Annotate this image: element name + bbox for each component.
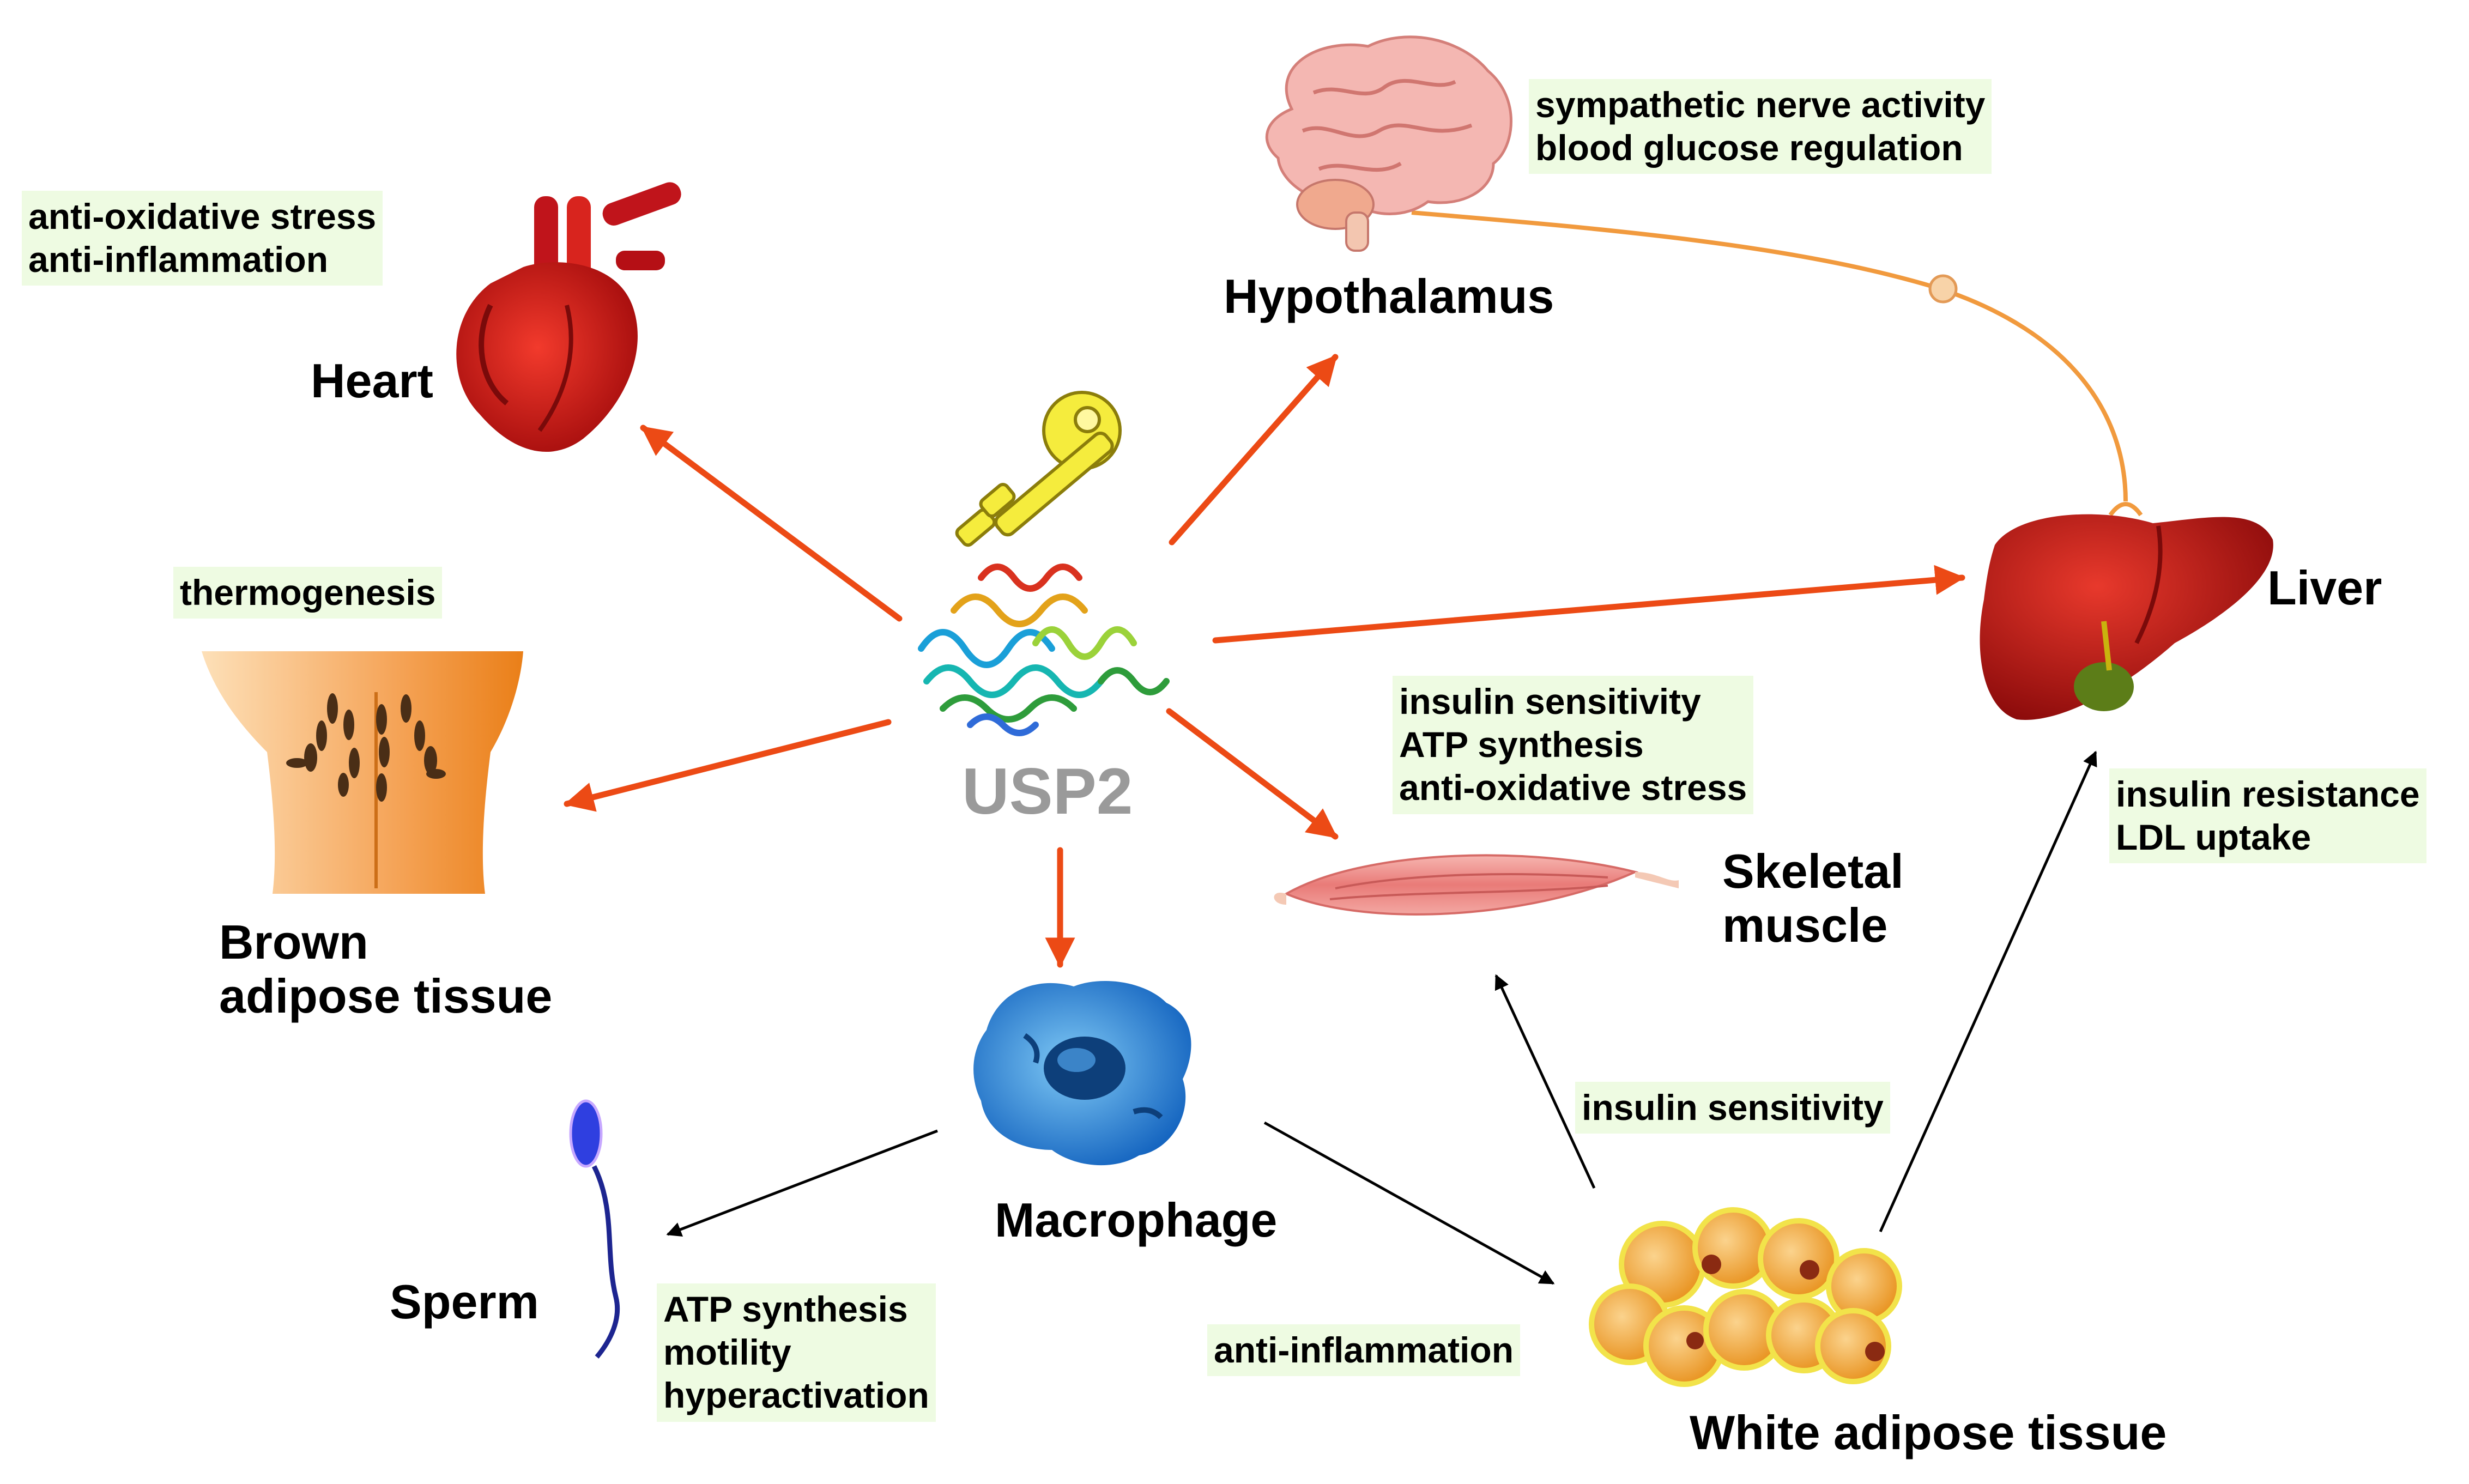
arrow-macrophage-to-wat <box>1263 1121 1555 1285</box>
brown-adipose-label-line2: adipose tissue <box>219 968 553 1023</box>
sperm-label: Sperm <box>390 1275 539 1329</box>
white-adipose-icon <box>1589 1207 1902 1387</box>
wat-to-muscle-function-item: insulin sensitivity <box>1582 1087 1884 1128</box>
skeletal-muscle-label: Skeletal muscle <box>1722 844 1904 952</box>
usp2-arrows <box>564 354 1965 968</box>
neural-link <box>1411 210 2143 517</box>
brown-adipose-label: Brown adipose tissue <box>219 915 553 1023</box>
arrow-usp2-to-liver <box>1212 565 1965 644</box>
hypothalamus-label: Hypothalamus <box>1224 269 1554 323</box>
usp2-protein-icon <box>918 564 1170 736</box>
neural-node <box>1928 274 1958 304</box>
wat-to-muscle-functions: insulin sensitivity <box>1575 1082 1890 1134</box>
heart-function-item: anti-inflammation <box>28 239 329 280</box>
muscle-icon <box>1274 854 1679 916</box>
neural-terminal <box>2108 502 2143 517</box>
usp2-label: USP2 <box>962 755 1133 828</box>
arrow-usp2-to-muscle <box>1166 708 1339 840</box>
sperm-icon <box>569 1099 620 1359</box>
liver-function-item: LDL uptake <box>2116 817 2311 858</box>
skeletal-muscle-function-item: anti-oxidative stress <box>1399 767 1747 808</box>
brown-adipose-function-item: thermogenesis <box>180 572 436 613</box>
back-icon <box>202 651 523 894</box>
heart-functions: anti-oxidative stress anti-inflammation <box>22 191 383 286</box>
skeletal-muscle-functions: insulin sensitivity ATP synthesis anti-o… <box>1393 676 1754 814</box>
brown-adipose-label-line1: Brown <box>219 915 368 969</box>
sperm-function-item: ATP synthesis <box>663 1289 908 1329</box>
skeletal-muscle-function-item: ATP synthesis <box>1399 724 1644 765</box>
arrow-usp2-to-hypothalamus <box>1169 354 1339 546</box>
arrow-usp2-to-heart <box>640 425 903 622</box>
skeletal-muscle-label-line2: muscle <box>1722 898 1888 952</box>
macrophage-to-wat-function-item: anti-inflammation <box>1214 1330 1514 1370</box>
white-adipose-label: White adipose tissue <box>1690 1406 2167 1459</box>
brown-adipose-functions: thermogenesis <box>173 567 443 619</box>
heart-icon <box>456 182 681 452</box>
secondary-arrows <box>666 750 2097 1285</box>
liver-functions: insulin resistance LDL uptake <box>2109 768 2426 864</box>
brain-icon <box>1265 35 1512 252</box>
arrow-wat-to-muscle <box>1494 974 1596 1189</box>
heart-label: Heart <box>311 354 433 408</box>
hypothalamus-function-item: blood glucose regulation <box>1535 128 1963 168</box>
liver-function-item: insulin resistance <box>2116 774 2420 814</box>
arrow-macrophage-to-sperm <box>666 1129 938 1237</box>
macrophage-icon <box>973 981 1191 1166</box>
heart-function-item: anti-oxidative stress <box>28 196 377 237</box>
macrophage-to-wat-functions: anti-inflammation <box>1207 1324 1521 1377</box>
arrow-usp2-to-brown-adipose <box>564 719 892 812</box>
skeletal-muscle-function-item: insulin sensitivity <box>1399 681 1701 722</box>
liver-label: Liver <box>2267 561 2382 615</box>
hypothalamus-functions: sympathetic nerve activity blood glucose… <box>1529 79 1992 174</box>
sperm-function-item: hyperactivation <box>663 1375 929 1416</box>
sperm-functions: ATP synthesis motility hyperactivation <box>657 1283 936 1422</box>
macrophage-label: Macrophage <box>995 1193 1278 1247</box>
sperm-function-item: motility <box>663 1332 791 1373</box>
arrow-wat-to-liver <box>1879 750 2097 1233</box>
key-icon <box>955 391 1122 547</box>
hypothalamus-function-item: sympathetic nerve activity <box>1535 84 1986 125</box>
liver-icon <box>1980 514 2273 720</box>
skeletal-muscle-label-line1: Skeletal <box>1722 844 1904 898</box>
